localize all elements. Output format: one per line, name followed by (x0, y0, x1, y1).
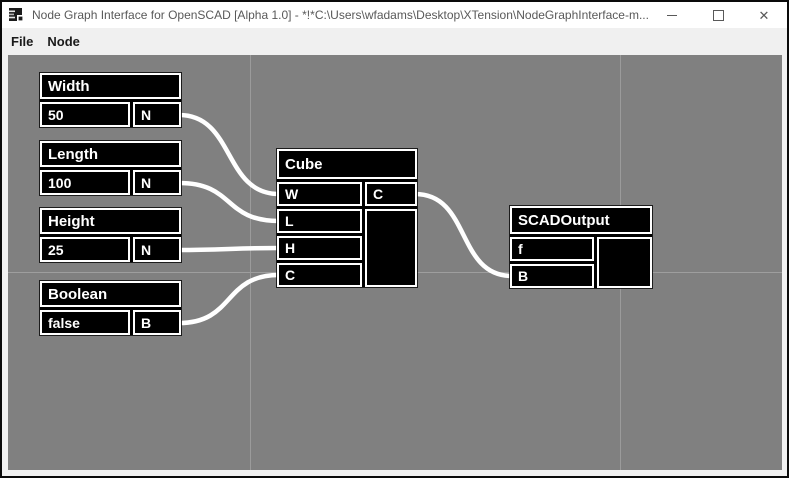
node-value-cell[interactable]: 100 (40, 170, 130, 195)
node-height[interactable]: Height 25 N (40, 208, 181, 262)
node-title[interactable]: Width (40, 73, 181, 99)
node-boolean[interactable]: Boolean false B (40, 281, 181, 335)
node-title[interactable]: SCADOutput (510, 206, 652, 234)
node-cube[interactable]: Cube W C L H C (277, 149, 417, 287)
maximize-icon (712, 9, 724, 21)
node-value-cell[interactable]: 50 (40, 102, 130, 127)
wire-boolean-to-cube (176, 272, 282, 326)
node-type-port[interactable]: N (133, 170, 181, 195)
wire-height-to-cube (176, 245, 282, 253)
window-title: Node Graph Interface for OpenSCAD [Alpha… (32, 8, 649, 22)
node-value-cell[interactable]: false (40, 310, 130, 335)
node-value-cell[interactable]: 25 (40, 237, 130, 262)
node-scadoutput[interactable]: SCADOutput f B (510, 206, 652, 288)
node-title[interactable]: Height (40, 208, 181, 234)
node-canvas[interactable]: Width 50 N Length 100 N Height 25 N Bool… (8, 55, 782, 470)
node-input-port[interactable]: B (510, 264, 594, 288)
minimize-icon (667, 14, 677, 16)
titlebar: Node Graph Interface for OpenSCAD [Alpha… (2, 2, 787, 28)
node-output-port[interactable]: C (365, 182, 417, 206)
close-icon: ✕ (758, 7, 770, 23)
node-width[interactable]: Width 50 N (40, 73, 181, 127)
maximize-button[interactable] (695, 2, 741, 28)
node-title[interactable]: Length (40, 141, 181, 167)
node-empty-cell (597, 237, 652, 288)
menu-item-file[interactable]: File (11, 34, 34, 49)
node-input-port[interactable]: W (277, 182, 362, 206)
menu-item-node[interactable]: Node (47, 34, 80, 49)
wire-cube-to-output (412, 191, 515, 279)
minimize-button[interactable] (649, 2, 695, 28)
node-title[interactable]: Cube (277, 149, 417, 179)
node-input-port[interactable]: f (510, 237, 594, 261)
node-empty-cell (365, 209, 417, 287)
wire-length-to-cube (176, 180, 282, 224)
node-input-port[interactable]: C (277, 263, 362, 287)
node-type-port[interactable]: N (133, 102, 181, 127)
app-icon (9, 8, 24, 22)
node-type-port[interactable]: N (133, 237, 181, 262)
wire-width-to-cube (176, 112, 282, 197)
menubar: File Node (2, 28, 787, 55)
wires-layer (176, 112, 515, 326)
node-input-port[interactable]: H (277, 236, 362, 260)
node-input-port[interactable]: L (277, 209, 362, 233)
node-length[interactable]: Length 100 N (40, 141, 181, 195)
node-title[interactable]: Boolean (40, 281, 181, 307)
close-button[interactable]: ✕ (741, 2, 787, 28)
window-controls: ✕ (649, 2, 787, 28)
node-type-port[interactable]: B (133, 310, 181, 335)
grid-vline (250, 55, 251, 470)
